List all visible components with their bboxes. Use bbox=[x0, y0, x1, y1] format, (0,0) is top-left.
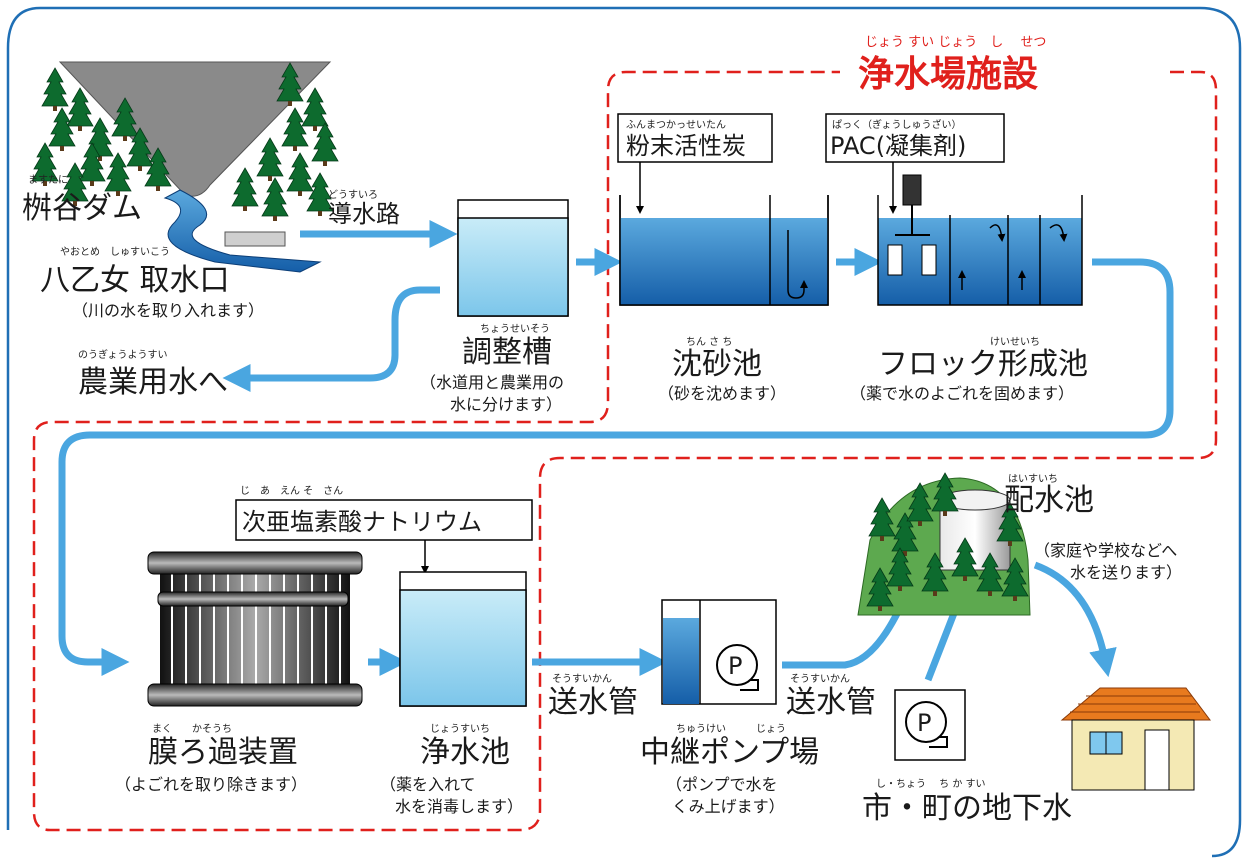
agri-ruby: のうぎょうようすい bbox=[78, 348, 168, 361]
facility-title: 浄水場施設 bbox=[858, 54, 1038, 95]
relay-note-2: くみ上げます） bbox=[672, 797, 785, 816]
floc-note: （薬で水のよごれを固めます） bbox=[850, 384, 1074, 403]
clear-label: 浄水池 bbox=[420, 735, 510, 770]
dam-label: 桝谷ダム bbox=[22, 191, 142, 226]
adjust-note-1: （水道用と農業用の bbox=[420, 373, 564, 392]
hypo-box bbox=[235, 499, 533, 541]
main-pipe bbox=[58, 258, 1174, 676]
dist-note-2: 水を送ります） bbox=[1070, 563, 1182, 582]
floc-label: フロック形成池 bbox=[878, 347, 1088, 382]
dist-note-1: （家庭や学校などへ bbox=[1034, 541, 1177, 560]
clear-water-pond bbox=[399, 571, 527, 707]
adjust-ruby: ちょうせいそう bbox=[480, 323, 550, 335]
pipe1-ruby: そうすいかん bbox=[552, 673, 612, 685]
relay-ruby: ちゅうけい じょう bbox=[676, 723, 786, 735]
pac-ruby: ぱっく（ぎょうしゅうざい） bbox=[832, 118, 962, 131]
dist-label: 配水池 bbox=[1004, 483, 1094, 518]
pipe1-label: 送水管 bbox=[548, 685, 638, 720]
clear-ruby: じょうすいち bbox=[430, 723, 490, 735]
outer-frame bbox=[40, 6, 1242, 858]
adjust-note-2: 水に分けます） bbox=[450, 395, 562, 414]
pac-box bbox=[825, 113, 1005, 163]
facility-boundary-top bbox=[32, 70, 1218, 832]
dist-ruby: はいすいち bbox=[1008, 473, 1058, 485]
adjust-tank bbox=[457, 199, 569, 317]
relay-pump-symbol: P bbox=[728, 652, 742, 680]
relay-pump-station: P bbox=[661, 599, 777, 705]
membrane-note: （よごれを取り除きます） bbox=[115, 775, 307, 794]
relay-note-1: （ポンプで水を bbox=[666, 775, 778, 794]
membrane-unit bbox=[147, 551, 363, 707]
hypo-ruby: じ あ えん そ さん bbox=[240, 485, 343, 497]
powder-box bbox=[617, 113, 773, 163]
powder-label: 粉末活性炭 bbox=[626, 132, 746, 160]
conduit-label: 導水路 bbox=[328, 200, 400, 228]
clear-note-1: （薬を入れて bbox=[380, 775, 476, 794]
membrane-ruby: まく かそうち bbox=[152, 723, 232, 735]
membrane-label: 膜ろ過装置 bbox=[148, 735, 298, 770]
house bbox=[1060, 687, 1211, 791]
sand-note: （砂を沈めます） bbox=[658, 384, 786, 403]
pac-label: PAC(凝集剤) bbox=[830, 132, 966, 160]
sand-pond bbox=[619, 195, 829, 306]
agri-label: 農業用水へ bbox=[78, 365, 228, 400]
clear-note-2: 水を消毒します） bbox=[395, 797, 523, 816]
hypo-label: 次亜塩素酸ナトリウム bbox=[242, 508, 482, 536]
dam-ruby: ますたに bbox=[28, 174, 68, 186]
agri-arrow bbox=[222, 286, 440, 392]
groundwater-label: 市・町の地下水 bbox=[862, 791, 1072, 826]
conduit-ruby: どうすいろ bbox=[328, 189, 378, 201]
dam-illustration bbox=[31, 61, 339, 273]
floc-ruby: けいせいち bbox=[990, 336, 1040, 348]
intake-label: 八乙女 取水口 bbox=[40, 263, 230, 298]
sand-ruby: ちん さ ち bbox=[686, 336, 732, 348]
floc-pond bbox=[877, 174, 1083, 306]
groundwater-ruby: し・ちょう ち か すい bbox=[876, 778, 986, 790]
powder-ruby: ふんまつかっせいたん bbox=[626, 119, 726, 131]
pipe2-ruby: そうすいかん bbox=[790, 673, 850, 685]
title-ruby: じょう すい じょう し せつ bbox=[865, 35, 1046, 50]
pipe2-label: 送水管 bbox=[786, 685, 876, 720]
intake-ruby: やおとめ しゅすいこう bbox=[60, 246, 170, 258]
groundwater-pump-symbol: P bbox=[917, 709, 931, 737]
sand-label: 沈砂池 bbox=[672, 347, 762, 382]
relay-label: 中継ポンプ場 bbox=[640, 735, 819, 770]
intake-note: （川の水を取り入れます） bbox=[72, 301, 264, 320]
adjust-label: 調整槽 bbox=[462, 335, 552, 370]
distribution-reservoir bbox=[857, 472, 1031, 616]
